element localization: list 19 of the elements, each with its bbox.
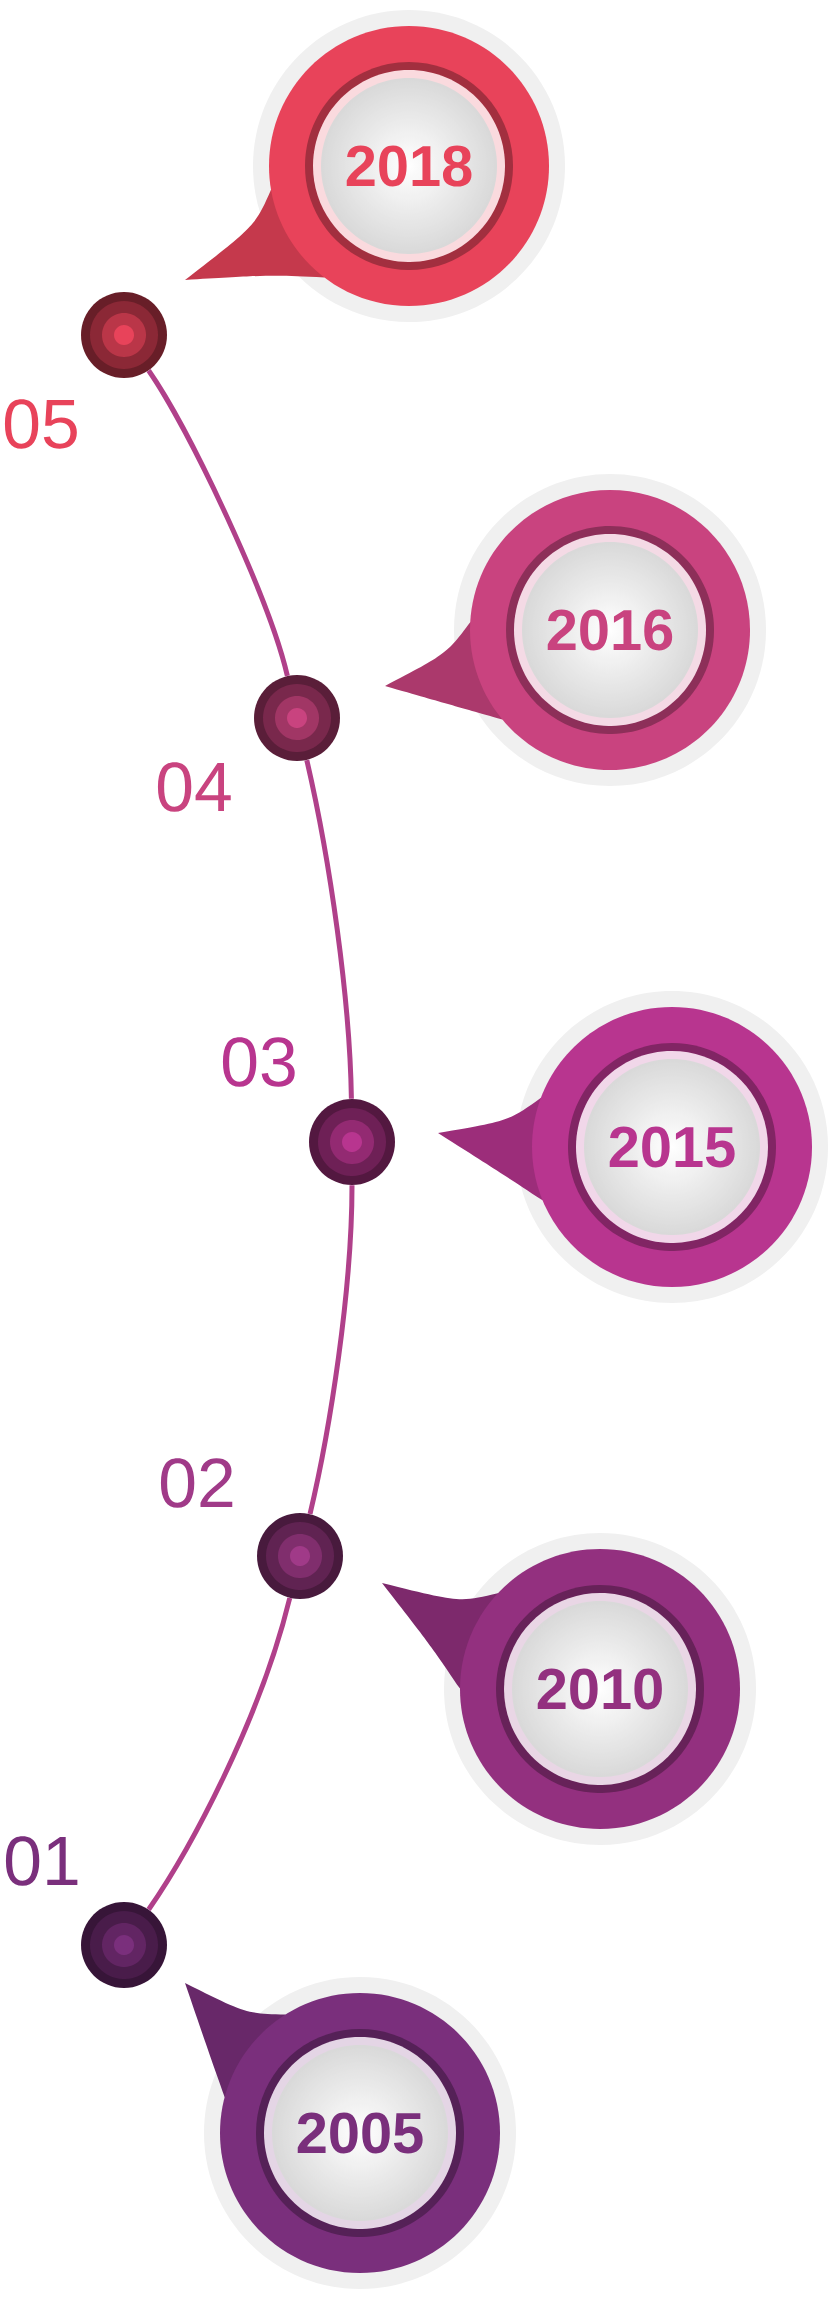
step-number: 01 <box>5 1836 78 1886</box>
timeline-dot <box>257 1513 343 1599</box>
timeline-curve <box>146 1597 293 1911</box>
timeline-dot <box>254 675 340 761</box>
timeline-dot <box>81 1902 167 1988</box>
speech-bubble: 2010 <box>382 1533 756 1845</box>
step-number: 05 <box>4 399 77 449</box>
step-number: 03 <box>222 1037 295 1087</box>
timeline-dot <box>309 1099 395 1185</box>
timeline-dot <box>81 292 167 378</box>
speech-bubble: 2018 <box>185 10 565 322</box>
step-number: 02 <box>160 1458 233 1508</box>
timeline-curve <box>146 369 290 677</box>
timeline-curve <box>307 1185 355 1515</box>
speech-bubble: 2005 <box>185 1977 516 2290</box>
step-number: 04 <box>157 762 231 812</box>
speech-bubble: 2015 <box>438 991 828 1303</box>
speech-bubble: 2016 <box>385 474 766 786</box>
timeline-curve <box>304 759 354 1099</box>
